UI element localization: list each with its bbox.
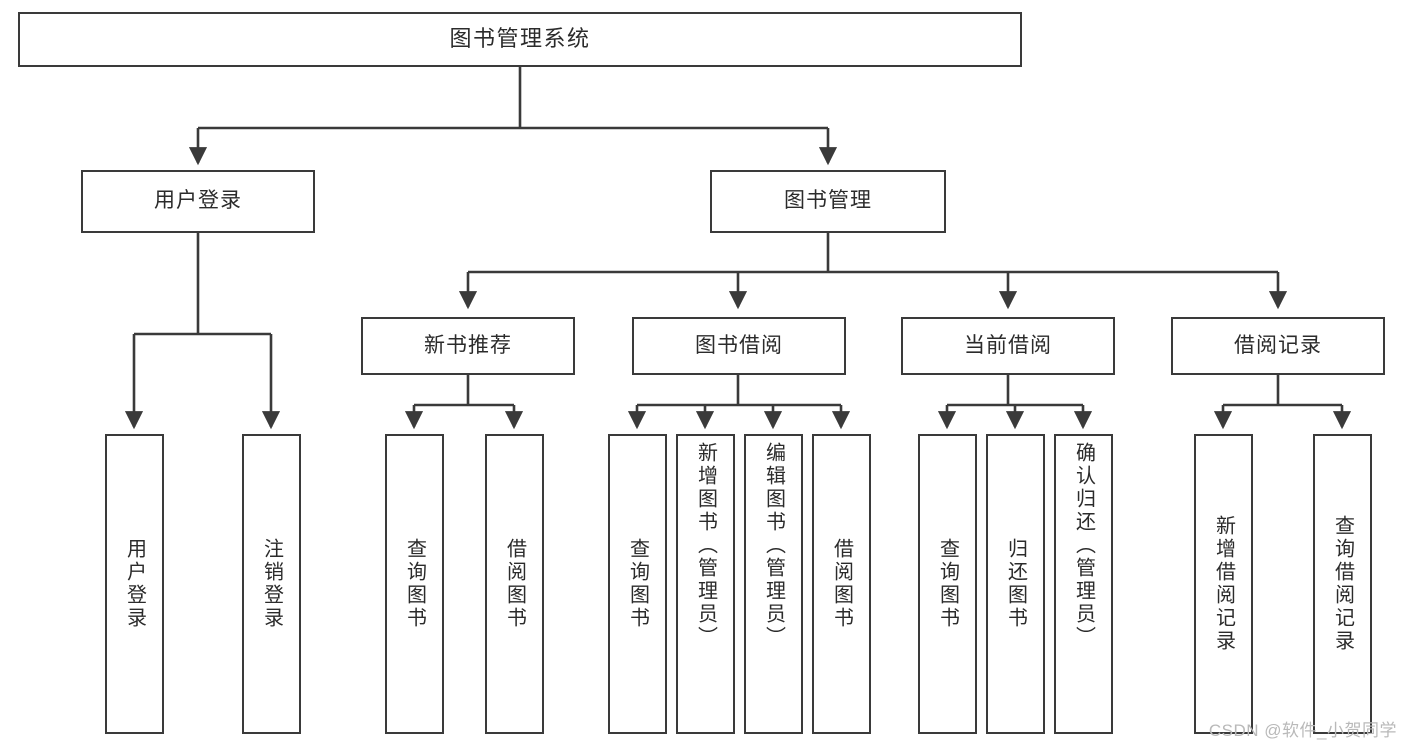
leaf-borrow-edit-book-admin[interactable]: 编辑图书（管理员） bbox=[744, 434, 803, 734]
node-label: 查询借阅记录 bbox=[1331, 515, 1354, 653]
leaf-new-book-query[interactable]: 查询图书 bbox=[385, 434, 444, 734]
node-label: 注销登录 bbox=[260, 538, 283, 630]
node-label: 新增借阅记录 bbox=[1212, 515, 1235, 653]
node-label: 查询图书 bbox=[626, 538, 649, 630]
node-user-login[interactable]: 用户登录 bbox=[81, 170, 315, 233]
node-label: 图书借阅 bbox=[695, 333, 783, 357]
node-label: 编辑图书（管理员） bbox=[762, 442, 785, 649]
node-label: 图书管理 bbox=[784, 189, 872, 213]
node-label: 查询图书 bbox=[936, 538, 959, 630]
node-label: 用户登录 bbox=[154, 189, 242, 213]
node-label: 新书推荐 bbox=[424, 333, 512, 357]
node-label: 用户登录 bbox=[123, 538, 146, 630]
node-book-borrow[interactable]: 图书借阅 bbox=[632, 317, 846, 375]
leaf-borrow-add-book-admin[interactable]: 新增图书（管理员） bbox=[676, 434, 735, 734]
node-root-book-management-system[interactable]: 图书管理系统 bbox=[18, 12, 1022, 67]
leaf-record-query-record[interactable]: 查询借阅记录 bbox=[1313, 434, 1372, 734]
node-label: 确认归还（管理员） bbox=[1072, 442, 1095, 649]
leaf-user-login-login[interactable]: 用户登录 bbox=[105, 434, 164, 734]
node-label: 当前借阅 bbox=[964, 333, 1052, 357]
node-new-book-recommend[interactable]: 新书推荐 bbox=[361, 317, 575, 375]
leaf-record-add-record[interactable]: 新增借阅记录 bbox=[1194, 434, 1253, 734]
node-label: 图书管理系统 bbox=[449, 26, 591, 52]
node-label: 借阅图书 bbox=[503, 538, 526, 630]
leaf-current-confirm-return-admin[interactable]: 确认归还（管理员） bbox=[1054, 434, 1113, 734]
node-current-borrow[interactable]: 当前借阅 bbox=[901, 317, 1115, 375]
leaf-borrow-query-book[interactable]: 查询图书 bbox=[608, 434, 667, 734]
leaf-borrow-borrow-book[interactable]: 借阅图书 bbox=[812, 434, 871, 734]
node-label: 新增图书（管理员） bbox=[694, 442, 717, 649]
node-borrow-record[interactable]: 借阅记录 bbox=[1171, 317, 1385, 375]
leaf-new-book-borrow[interactable]: 借阅图书 bbox=[485, 434, 544, 734]
watermark: CSDN @软件_小贺同学 bbox=[1208, 721, 1397, 740]
node-label: 借阅图书 bbox=[830, 538, 853, 630]
node-label: 借阅记录 bbox=[1234, 333, 1322, 357]
leaf-current-query-book[interactable]: 查询图书 bbox=[918, 434, 977, 734]
node-label: 查询图书 bbox=[403, 538, 426, 630]
node-book-management[interactable]: 图书管理 bbox=[710, 170, 946, 233]
leaf-user-login-logout[interactable]: 注销登录 bbox=[242, 434, 301, 734]
leaf-current-return-book[interactable]: 归还图书 bbox=[986, 434, 1045, 734]
node-label: 归还图书 bbox=[1004, 538, 1027, 630]
